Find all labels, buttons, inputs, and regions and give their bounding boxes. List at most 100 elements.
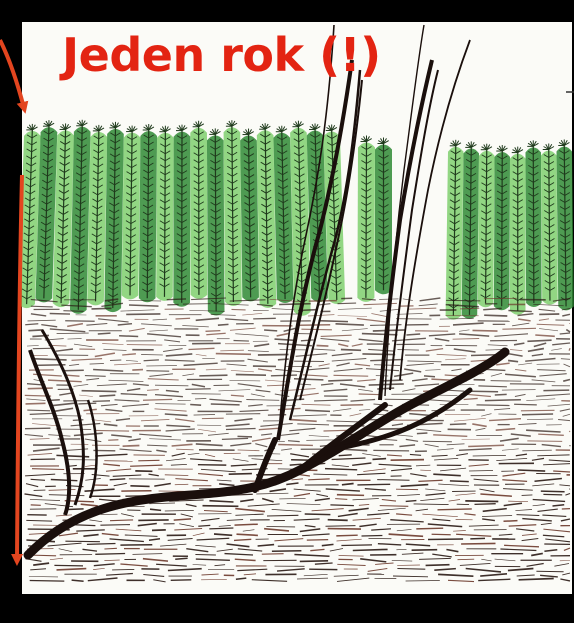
- peat-stroke: [426, 565, 450, 566]
- peat-stroke: [428, 539, 463, 540]
- peat-stroke: [216, 354, 251, 355]
- peat-stroke: [167, 299, 186, 300]
- peat-stroke: [85, 376, 106, 377]
- peat-stroke: [518, 470, 546, 471]
- peat-stroke: [477, 405, 510, 406]
- peat-stroke: [28, 388, 53, 389]
- peat-stroke: [397, 350, 419, 351]
- peat-stroke: [78, 403, 96, 404]
- peat-stroke: [267, 515, 298, 516]
- peat-stroke: [195, 398, 206, 399]
- peat-stroke: [152, 530, 166, 531]
- peat-stroke: [198, 525, 210, 526]
- peat-stroke: [328, 520, 348, 521]
- peat-stroke: [126, 314, 160, 315]
- peat-stroke: [373, 459, 387, 460]
- peat-stroke: [57, 333, 89, 334]
- peat-stroke: [138, 460, 159, 461]
- peat-stroke: [543, 390, 569, 391]
- peat-stroke: [318, 321, 348, 322]
- peat-stroke: [353, 549, 388, 550]
- peat-stroke: [31, 459, 55, 460]
- peat-stroke: [569, 431, 570, 432]
- peat-stroke: [26, 520, 52, 521]
- peat-stroke: [301, 340, 314, 341]
- peat-stroke: [536, 571, 563, 572]
- peat-stroke: [146, 366, 177, 367]
- peat-stroke: [309, 301, 337, 302]
- peat-stroke: [450, 424, 466, 425]
- peat-stroke: [175, 558, 187, 559]
- peat-stroke: [460, 308, 479, 309]
- peat-stroke: [143, 399, 172, 400]
- peat-stroke: [123, 446, 140, 447]
- peat-stroke: [99, 395, 115, 396]
- peat-stroke: [258, 355, 289, 356]
- peat-stroke: [253, 318, 276, 319]
- peat-stroke: [92, 308, 112, 309]
- peat-stroke: [522, 414, 553, 415]
- peat-stroke: [146, 371, 169, 372]
- peat-stroke: [234, 341, 249, 342]
- peat-stroke: [98, 333, 111, 334]
- peat-stroke: [96, 430, 130, 431]
- peat-stroke: [473, 330, 498, 331]
- peat-stroke: [119, 336, 138, 337]
- arrow-to-top: [0, 40, 24, 108]
- peat-stroke: [338, 303, 357, 304]
- peat-stroke: [491, 381, 522, 382]
- peat-stroke: [110, 360, 121, 361]
- peat-stroke: [95, 554, 125, 555]
- peat-stroke: [328, 529, 361, 530]
- peat-stroke: [522, 450, 552, 451]
- arrow-to-bottom: [17, 175, 22, 560]
- peat-stroke: [465, 501, 498, 502]
- peat-stroke: [446, 300, 480, 301]
- peat-stroke: [129, 305, 159, 306]
- peat-stroke: [290, 464, 302, 465]
- peat-stroke: [63, 370, 83, 371]
- peat-stroke: [305, 514, 331, 515]
- peat-stroke: [190, 405, 201, 406]
- peat-stroke: [502, 390, 536, 391]
- peat-stroke: [138, 520, 168, 521]
- peat-stroke: [104, 461, 132, 462]
- peat-stroke: [406, 334, 420, 335]
- peat-stroke: [357, 484, 390, 485]
- peat-stroke: [50, 314, 70, 315]
- peat-stroke: [300, 325, 331, 326]
- peat-stroke: [28, 330, 43, 331]
- peat-stroke: [132, 370, 143, 371]
- peat-stroke: [416, 528, 443, 529]
- peat-stroke: [195, 555, 216, 556]
- peat-stroke: [495, 394, 507, 395]
- peat-stroke: [326, 526, 356, 527]
- peat-stroke: [229, 474, 252, 475]
- peat-stroke: [508, 361, 518, 362]
- peat-stroke: [26, 403, 46, 404]
- peat-stroke: [339, 455, 352, 456]
- peat-stroke: [397, 569, 425, 570]
- peat-stroke: [373, 450, 409, 451]
- peat-stroke: [73, 420, 84, 421]
- peat-stroke: [262, 554, 284, 555]
- peat-stroke: [424, 376, 435, 377]
- peat-stroke: [514, 404, 537, 405]
- peat-stroke: [377, 480, 409, 481]
- peat-stroke: [100, 525, 130, 526]
- peat-stroke: [232, 309, 246, 310]
- peat-stroke: [485, 400, 521, 401]
- peat-stroke: [522, 495, 533, 496]
- peat-stroke: [82, 391, 117, 392]
- peat-stroke: [391, 460, 424, 461]
- arrow-icon: [0, 40, 24, 560]
- peat-stroke: [278, 445, 313, 446]
- peat-stroke: [199, 375, 227, 376]
- peat-stroke: [461, 543, 495, 544]
- peat-stroke: [127, 345, 163, 346]
- peat-stroke: [412, 550, 438, 551]
- peat-stroke: [264, 330, 277, 331]
- peat-stroke: [543, 494, 562, 495]
- peat-stroke: [328, 380, 352, 381]
- peat-stroke: [175, 484, 189, 485]
